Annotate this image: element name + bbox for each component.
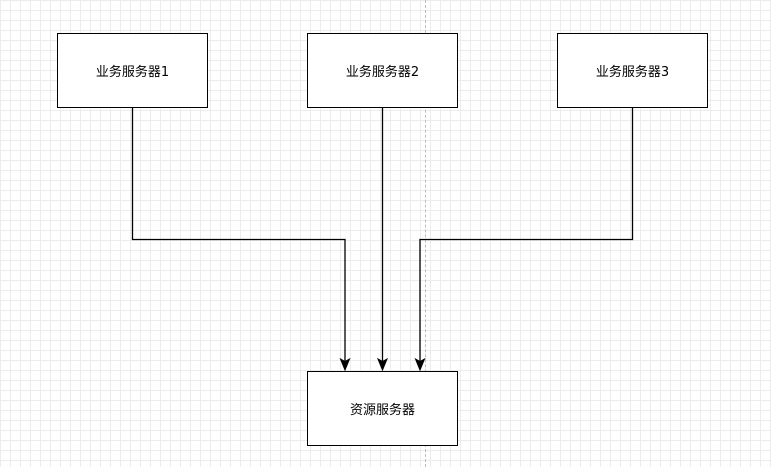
node-label: 业务服务器2 [345, 65, 420, 80]
page-break-line [425, 0, 426, 467]
node-business-server-1[interactable]: 业务服务器1 [57, 33, 208, 108]
node-resource-server[interactable]: 资源服务器 [307, 371, 458, 446]
node-label: 业务服务器1 [95, 65, 170, 80]
node-label: 资源服务器 [349, 403, 415, 418]
edge-server3-to-resource[interactable] [419, 108, 634, 362]
node-business-server-2[interactable]: 业务服务器2 [307, 33, 458, 108]
node-label: 业务服务器3 [595, 65, 670, 80]
node-business-server-3[interactable]: 业务服务器3 [557, 33, 708, 108]
edge-server1-to-resource[interactable] [131, 108, 346, 362]
